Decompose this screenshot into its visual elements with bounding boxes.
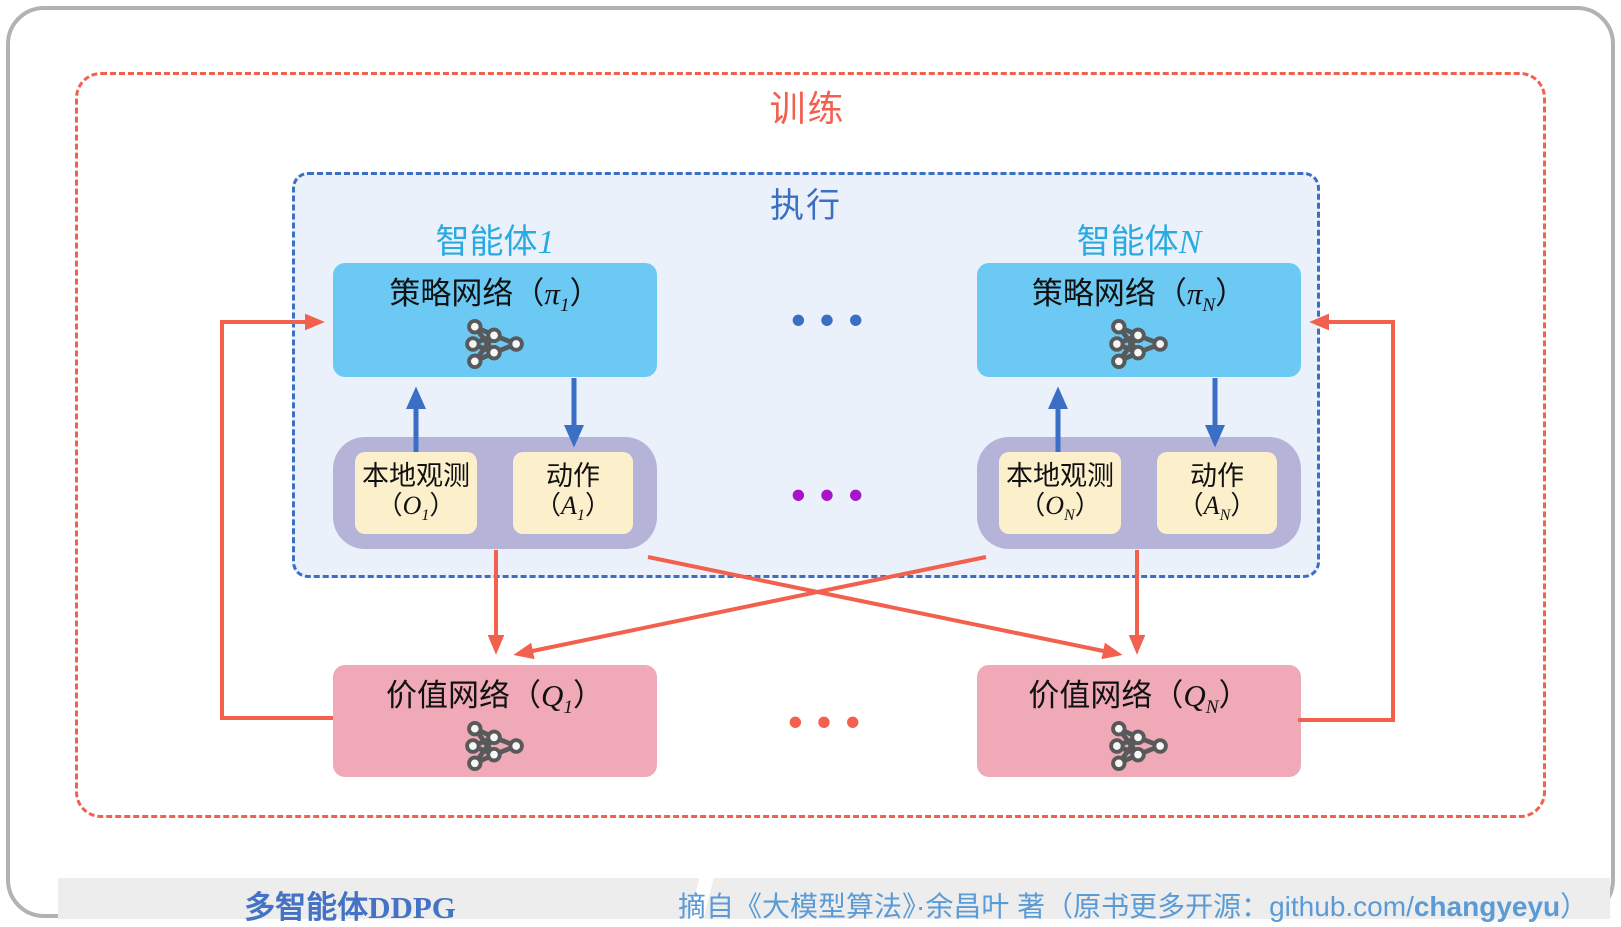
value-label: 价值网络 [1028, 678, 1153, 713]
action-label: 动作 [546, 460, 600, 491]
observation-symbol-line: （O1） [377, 491, 456, 525]
paren-close: ） [1218, 678, 1250, 713]
action-subscript: N [1219, 507, 1231, 525]
agent1-value-network-title: 价值网络（Q1） [386, 670, 604, 719]
execution-region-label: 执行 [770, 187, 842, 225]
neural-network-icon [465, 721, 524, 772]
agentN-title-prefix: 智能体 [1076, 223, 1179, 261]
agentN-local-observation-box: 本地观测 （ON） [999, 452, 1121, 534]
neural-network-icon [1109, 721, 1168, 772]
paren-open: （ [1019, 491, 1046, 520]
observation-symbol: O [402, 491, 422, 520]
agentN-value-network-box: 价值网络（QN） [977, 665, 1301, 777]
policy-symbol: π [1186, 276, 1203, 311]
agent1-policy-network-title: 策略网络（π1） [389, 268, 600, 317]
action-symbol: A [561, 491, 577, 520]
paren-close: ） [1074, 491, 1101, 520]
paren-open: （ [1155, 276, 1187, 311]
paren-open: （ [1152, 678, 1184, 713]
obs-action-row-ellipsis: ••• [790, 471, 878, 518]
footer-source-attribution: 摘自《大模型算法》·余昌叶 著（原书更多开源：github.com/changy… [678, 885, 1588, 925]
policy-subscript: N [1202, 295, 1216, 317]
paren-open: （ [1177, 491, 1204, 520]
agent1-title: 智能体1 [333, 214, 657, 263]
paren-close: ） [1215, 276, 1247, 311]
observation-symbol-line: （ON） [1019, 491, 1101, 525]
value-subscript: N [1205, 697, 1219, 719]
training-region-frame [75, 72, 1546, 818]
agent1-title-suffix: 1 [537, 224, 555, 261]
paren-close: ） [1230, 491, 1257, 520]
policy-label: 策略网络 [1031, 276, 1156, 311]
observation-subscript: N [1064, 507, 1075, 525]
observation-label: 本地观测 [362, 460, 470, 491]
value-symbol: Q [541, 678, 564, 713]
paren-open: （ [535, 491, 562, 520]
neural-network-icon [1109, 319, 1168, 370]
agentN-action-box: 动作 （AN） [1157, 452, 1277, 534]
neural-network-icon [465, 319, 524, 370]
footer-bar [58, 878, 1610, 919]
training-region-label: 训练 [769, 88, 846, 129]
agentN-title-suffix: N [1178, 224, 1202, 261]
policy-symbol: π [544, 276, 560, 311]
agent1-local-observation-box: 本地观测 （O1） [355, 452, 477, 534]
action-subscript: 1 [576, 507, 585, 525]
agent1-action-box: 动作 （A1） [513, 452, 633, 534]
observation-subscript: 1 [421, 507, 430, 525]
observation-label: 本地观测 [1006, 460, 1114, 491]
policy-label: 策略网络 [389, 276, 514, 311]
footer-github-handle: changyeyu [1413, 891, 1561, 922]
paren-close: ） [573, 678, 604, 713]
paren-open: （ [376, 491, 403, 520]
action-symbol: A [1203, 491, 1220, 520]
agent1-title-prefix: 智能体 [435, 223, 538, 261]
paren-close: ） [569, 276, 601, 311]
value-label: 价值网络 [386, 678, 510, 713]
agentN-policy-network-title: 策略网络（πN） [1032, 268, 1246, 317]
paren-open: （ [510, 678, 541, 713]
agentN-title: 智能体N [977, 214, 1301, 263]
action-symbol-line: （AN） [1178, 491, 1257, 525]
paren-close: ） [584, 491, 611, 520]
action-label: 动作 [1190, 460, 1244, 491]
value-row-ellipsis: ••• [787, 698, 875, 745]
paren-open: （ [513, 276, 545, 311]
agentN-value-network-title: 价值网络（QN） [1028, 670, 1249, 719]
value-symbol: Q [1183, 678, 1206, 713]
action-symbol-line: （A1） [535, 491, 611, 525]
observation-symbol: O [1045, 491, 1065, 520]
footer-source-suffix: ） [1560, 891, 1589, 922]
agent1-policy-network-box: 策略网络（π1） [333, 263, 657, 377]
footer-book-section-title: 多智能体DDPG [244, 890, 456, 925]
agent1-value-network-box: 价值网络（Q1） [333, 665, 657, 777]
policy-row-ellipsis: ••• [790, 296, 878, 343]
value-subscript: 1 [563, 697, 573, 719]
agentN-policy-network-box: 策略网络（πN） [977, 263, 1301, 377]
footer-source-prefix: 摘自《大模型算法》·余昌叶 著（原书更多开源：github.com/ [678, 891, 1414, 922]
paren-close: ） [429, 491, 456, 520]
policy-subscript: 1 [559, 295, 570, 317]
